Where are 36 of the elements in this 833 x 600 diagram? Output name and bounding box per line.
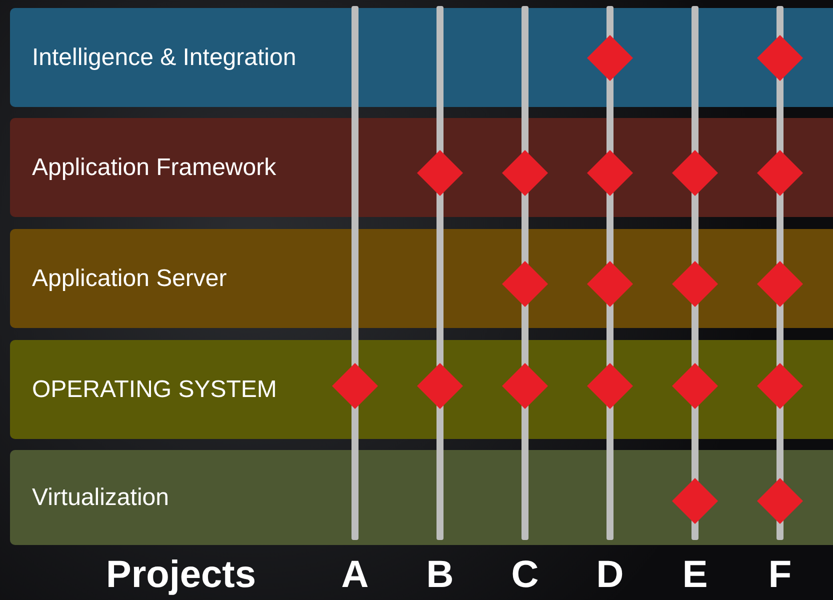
row-label: Application Framework xyxy=(32,154,276,182)
diamond-marker xyxy=(757,478,803,524)
row-label: OPERATING SYSTEM xyxy=(32,376,277,404)
diamond-marker xyxy=(672,363,718,409)
diamond-marker xyxy=(757,35,803,81)
diamond-marker xyxy=(587,261,633,307)
column-label: D xyxy=(595,553,625,598)
diamond-marker xyxy=(757,150,803,196)
diamond-marker xyxy=(587,150,633,196)
diamond-marker xyxy=(332,363,378,409)
diamond-marker xyxy=(757,363,803,409)
diamond-marker xyxy=(672,478,718,524)
diamond-marker xyxy=(502,150,548,196)
column-label: C xyxy=(510,553,540,598)
column-label: B xyxy=(425,553,455,598)
column-label: F xyxy=(767,553,793,598)
row-label: Intelligence & Integration xyxy=(32,44,296,72)
diamond-marker xyxy=(417,363,463,409)
layer-band xyxy=(10,450,833,545)
diamond-marker xyxy=(587,363,633,409)
diamond-marker xyxy=(587,35,633,81)
column-label: A xyxy=(340,553,370,598)
axis-title: Projects xyxy=(106,553,256,598)
layer-band xyxy=(10,340,833,439)
layer-band xyxy=(10,118,833,217)
diamond-marker xyxy=(502,261,548,307)
diamond-marker xyxy=(757,261,803,307)
diamond-marker xyxy=(417,150,463,196)
row-label: Virtualization xyxy=(32,484,169,512)
diamond-marker xyxy=(672,261,718,307)
layer-band xyxy=(10,229,833,328)
diamond-marker xyxy=(672,150,718,196)
layer-band xyxy=(10,8,833,107)
column-label: E xyxy=(681,553,709,598)
row-label: Application Server xyxy=(32,264,227,292)
diamond-marker xyxy=(502,363,548,409)
